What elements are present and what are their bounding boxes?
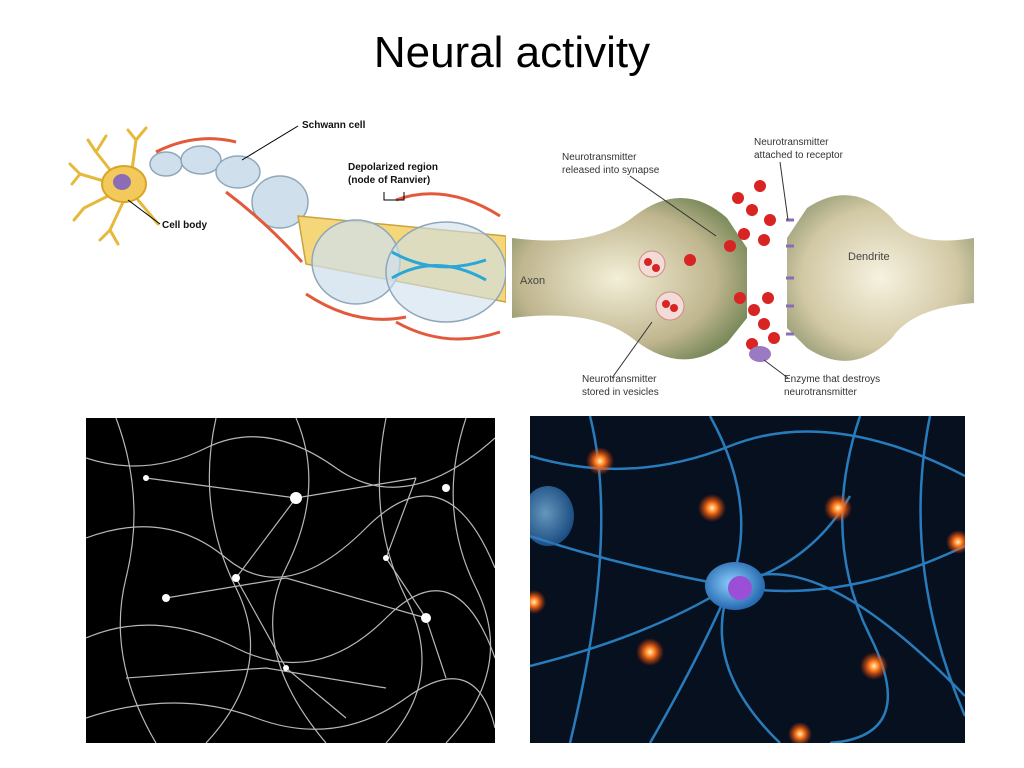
ion-flow-arrows [391, 250, 487, 282]
label-cell-body: Cell body [162, 220, 207, 231]
myelinated-axon-diagram: Schwann cell Depolarized region (node of… [66, 112, 506, 352]
svg-text:neurotransmitter: neurotransmitter [784, 387, 857, 398]
label-axon: Axon [520, 275, 545, 287]
label-schwann-cell: Schwann cell [302, 120, 366, 131]
label-depolarized-region: Depolarized region [348, 162, 438, 173]
myelin-segment [385, 221, 506, 323]
nucleus [113, 174, 131, 190]
neuron-nucleus [728, 576, 752, 600]
enzyme [749, 346, 771, 362]
axon-terminal [512, 198, 747, 360]
label-dendrite: Dendrite [848, 251, 890, 263]
svg-text:released into synapse: released into synapse [562, 165, 660, 176]
slide-title: Neural activity [373, 28, 651, 77]
label-nt-attached: Neurotransmitter [754, 137, 829, 148]
receptors [786, 218, 794, 336]
svg-text:attached to receptor: attached to receptor [754, 150, 844, 161]
label-nt-stored: Neurotransmitter [582, 374, 657, 385]
synapse-glows [530, 447, 965, 743]
label-nt-released: Neurotransmitter [562, 152, 637, 163]
svg-text:stored in vesicles: stored in vesicles [582, 387, 659, 398]
neuron-micrograph [86, 418, 495, 743]
neural-network-illustration [530, 416, 965, 743]
neurotransmitter-molecules [644, 180, 780, 350]
label-node-of-ranvier: (node of Ranvier) [348, 175, 430, 186]
cell-bodies [143, 475, 450, 671]
current-arrows [155, 137, 501, 341]
schwann-cells [149, 145, 309, 229]
synapse-diagram: Neurotransmitter released into synapse N… [512, 128, 974, 406]
dendrite-body [787, 195, 974, 361]
label-enzyme: Enzyme that destroys [784, 374, 880, 385]
